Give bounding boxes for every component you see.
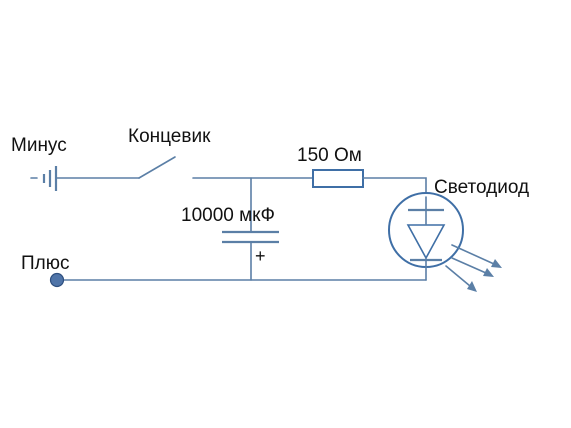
capacitor-icon [222,177,279,281]
led-icon [388,192,464,281]
minus-label: Минус [11,135,67,156]
wire-resistor-to-led [362,177,427,198]
switch-label: Концевик [128,126,211,147]
led-label: Светодиод [434,177,529,198]
capacitor-label: 10000 мкФ [181,205,275,226]
light-arrows-icon [445,244,502,292]
switch-icon [138,156,176,179]
ground-icon [30,166,58,191]
terminal-dot-icon [49,272,65,288]
resistor-label: 150 Ом [297,145,362,166]
plus-label: Плюс [21,253,70,274]
capacitor-polarity-label: + [255,246,266,266]
resistor-icon [312,169,364,188]
